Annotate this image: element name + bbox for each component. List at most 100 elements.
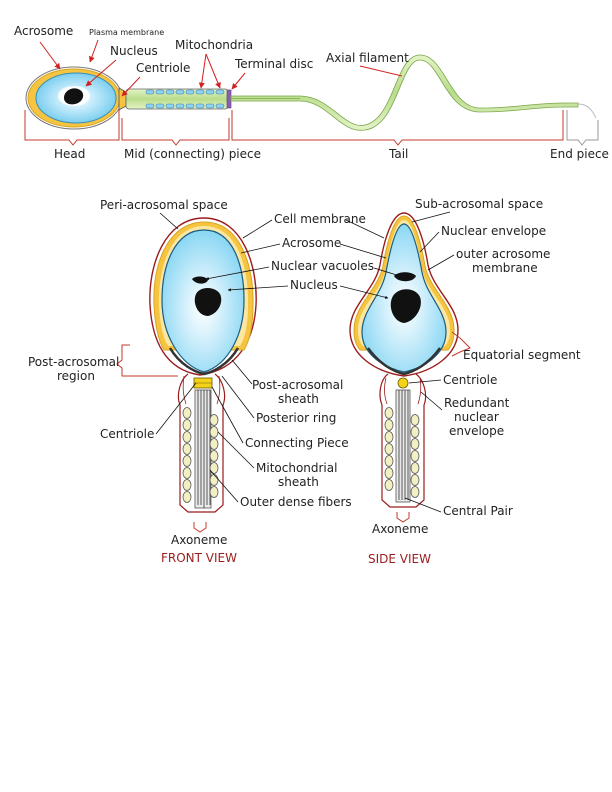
front-post-acrosomal-region-label-2: region [57,369,95,383]
front-centriole-label: Centriole [100,427,154,441]
side-nucleus-leader [339,285,389,299]
front-nuclear-vacuoles-label: Nuclear vacuoles [271,259,374,273]
front-cell-membrane-leader [242,219,273,239]
front-nuclear-vacuole [192,276,208,284]
front-centriole-leader [155,382,197,435]
overview-tail [230,54,579,131]
front-post-acrosomal-region-label-1: Post-acrosomal [28,355,119,369]
front-axoneme-bracket [193,522,207,533]
side-centriole [397,377,409,389]
front-nucleus-leader [227,285,289,292]
side-redundant-envelope-leader [420,391,443,411]
front-post-acrosomal-sheath-label-2: sheath [278,392,319,406]
side-view-sperm [349,212,459,508]
overview-nucleus-arrow [85,59,117,87]
front-axoneme-label: Axoneme [171,533,227,547]
front-nuclear-vacuoles-leader [205,266,270,281]
side-outer-acrosome-label-1: outer acrosome [456,247,550,261]
front-mitochondrial-sheath-leader [217,431,255,469]
overview-mitochondria-row [145,89,225,109]
front-post-acrosomal-sheath-label-1: Post-acrosomal [252,378,343,392]
front-outer-dense-fibers-leader [209,469,239,503]
side-redundant-envelope-label-3: envelope [449,424,504,438]
side-central-pair-label: Central Pair [443,504,513,518]
tail-label: Tail [388,147,408,161]
overview-plasma-membrane-label: Plasma membrane [89,28,164,37]
overview-mitochondria-label: Mitochondria [175,38,253,52]
overview-centriole-label: Centriole [136,61,190,75]
front-peri-acrosomal-label: Peri-acrosomal space [100,198,228,212]
side-mitochondria-left [384,407,394,491]
side-acrosome-leader [339,243,387,259]
overview-acrosome-arrow [39,41,61,70]
side-outer-acrosome-label-2: membrane [472,261,538,275]
tail-bracket [231,110,564,146]
front-cell-membrane-label: Cell membrane [274,212,366,226]
side-axoneme [395,389,411,503]
side-chromatin [390,289,421,323]
front-chromatin [194,288,222,316]
front-view-sperm [149,217,257,513]
side-nuclear-envelope-label: Nuclear envelope [441,224,546,238]
overview-terminal-disc-label: Terminal disc [234,57,313,71]
side-centriole-label: Centriole [443,373,497,387]
side-axoneme-bracket [396,512,410,523]
overview-acrosome-label: Acrosome [14,24,73,38]
front-mitochondria-right [209,414,219,498]
midpiece-bracket [121,118,230,146]
end-piece-bracket [566,110,599,146]
side-sub-acrosomal-leader [411,211,451,223]
overview-end-piece [577,103,597,119]
side-cell-membrane-leader [345,219,385,239]
front-view-title: FRONT VIEW [161,551,237,565]
front-nucleus-label: Nucleus [290,278,338,292]
front-peri-acrosomal-leader [159,212,179,230]
front-posterior-ring-leader [221,375,255,419]
side-outer-acrosome-leader [427,254,455,271]
overview-centriole-arrow [121,76,141,97]
overview-terminal-disc-arrow [231,72,246,90]
front-connecting-piece-leader [211,386,244,444]
side-sub-acrosomal-label: Sub-acrosomal space [415,197,543,211]
overview-chromatin [64,88,84,105]
side-equatorial-segment-label: Equatorial segment [463,348,581,362]
side-mitochondria-right [410,414,420,498]
front-tail-membrane-inner [182,375,221,405]
overview-axial-filament-label: Axial filament [326,51,409,65]
overview-nucleus-label: Nucleus [110,44,158,58]
side-centriole-leader [408,379,442,384]
side-redundant-envelope [384,377,422,405]
front-acrosome-label: Acrosome [282,236,341,250]
side-redundant-envelope-label-2: nuclear [454,410,499,424]
overview-axial-filament-arrow [359,65,403,77]
side-equatorial-bracket [451,331,471,357]
front-post-acrosomal-bracket [116,344,178,377]
front-outer-dense-fibers-label: Outer dense fibers [240,495,352,509]
end-piece-label: End piece [550,147,609,161]
overview-plasma-membrane-arrow [89,39,99,63]
front-post-acrosomal-sheath-leader [231,359,253,385]
head-bracket [24,110,120,146]
overview-mitochondria-arrow-2 [205,53,221,89]
side-central-pair-leader [404,497,442,513]
overview-terminal-disc [226,89,232,109]
side-post-acrosomal-sheath [366,347,442,376]
front-post-acrosomal-sheath [168,347,240,376]
overview-neck [118,87,127,111]
side-axoneme-fibers [398,390,409,500]
front-posterior-ring-label: Posterior ring [256,411,336,425]
front-mitochondrial-sheath-label-2: sheath [278,475,319,489]
front-axoneme [194,389,212,509]
side-vacuoles-leader [373,267,401,277]
side-axoneme-label: Axoneme [372,522,428,536]
front-connecting-piece-label: Connecting Piece [245,436,349,450]
side-tail-membrane [379,373,427,508]
front-acrosome-leader [240,243,281,254]
midpiece-label: Mid (connecting) piece [124,147,261,161]
overview-mitochondria-arrow-1 [198,53,207,89]
front-mitochondrial-sheath-label-1: Mitochondrial [256,461,337,475]
front-axoneme-fibers [197,390,211,508]
front-tail-membrane [177,373,226,513]
side-redundant-envelope-label-1: Redundant [444,396,510,410]
